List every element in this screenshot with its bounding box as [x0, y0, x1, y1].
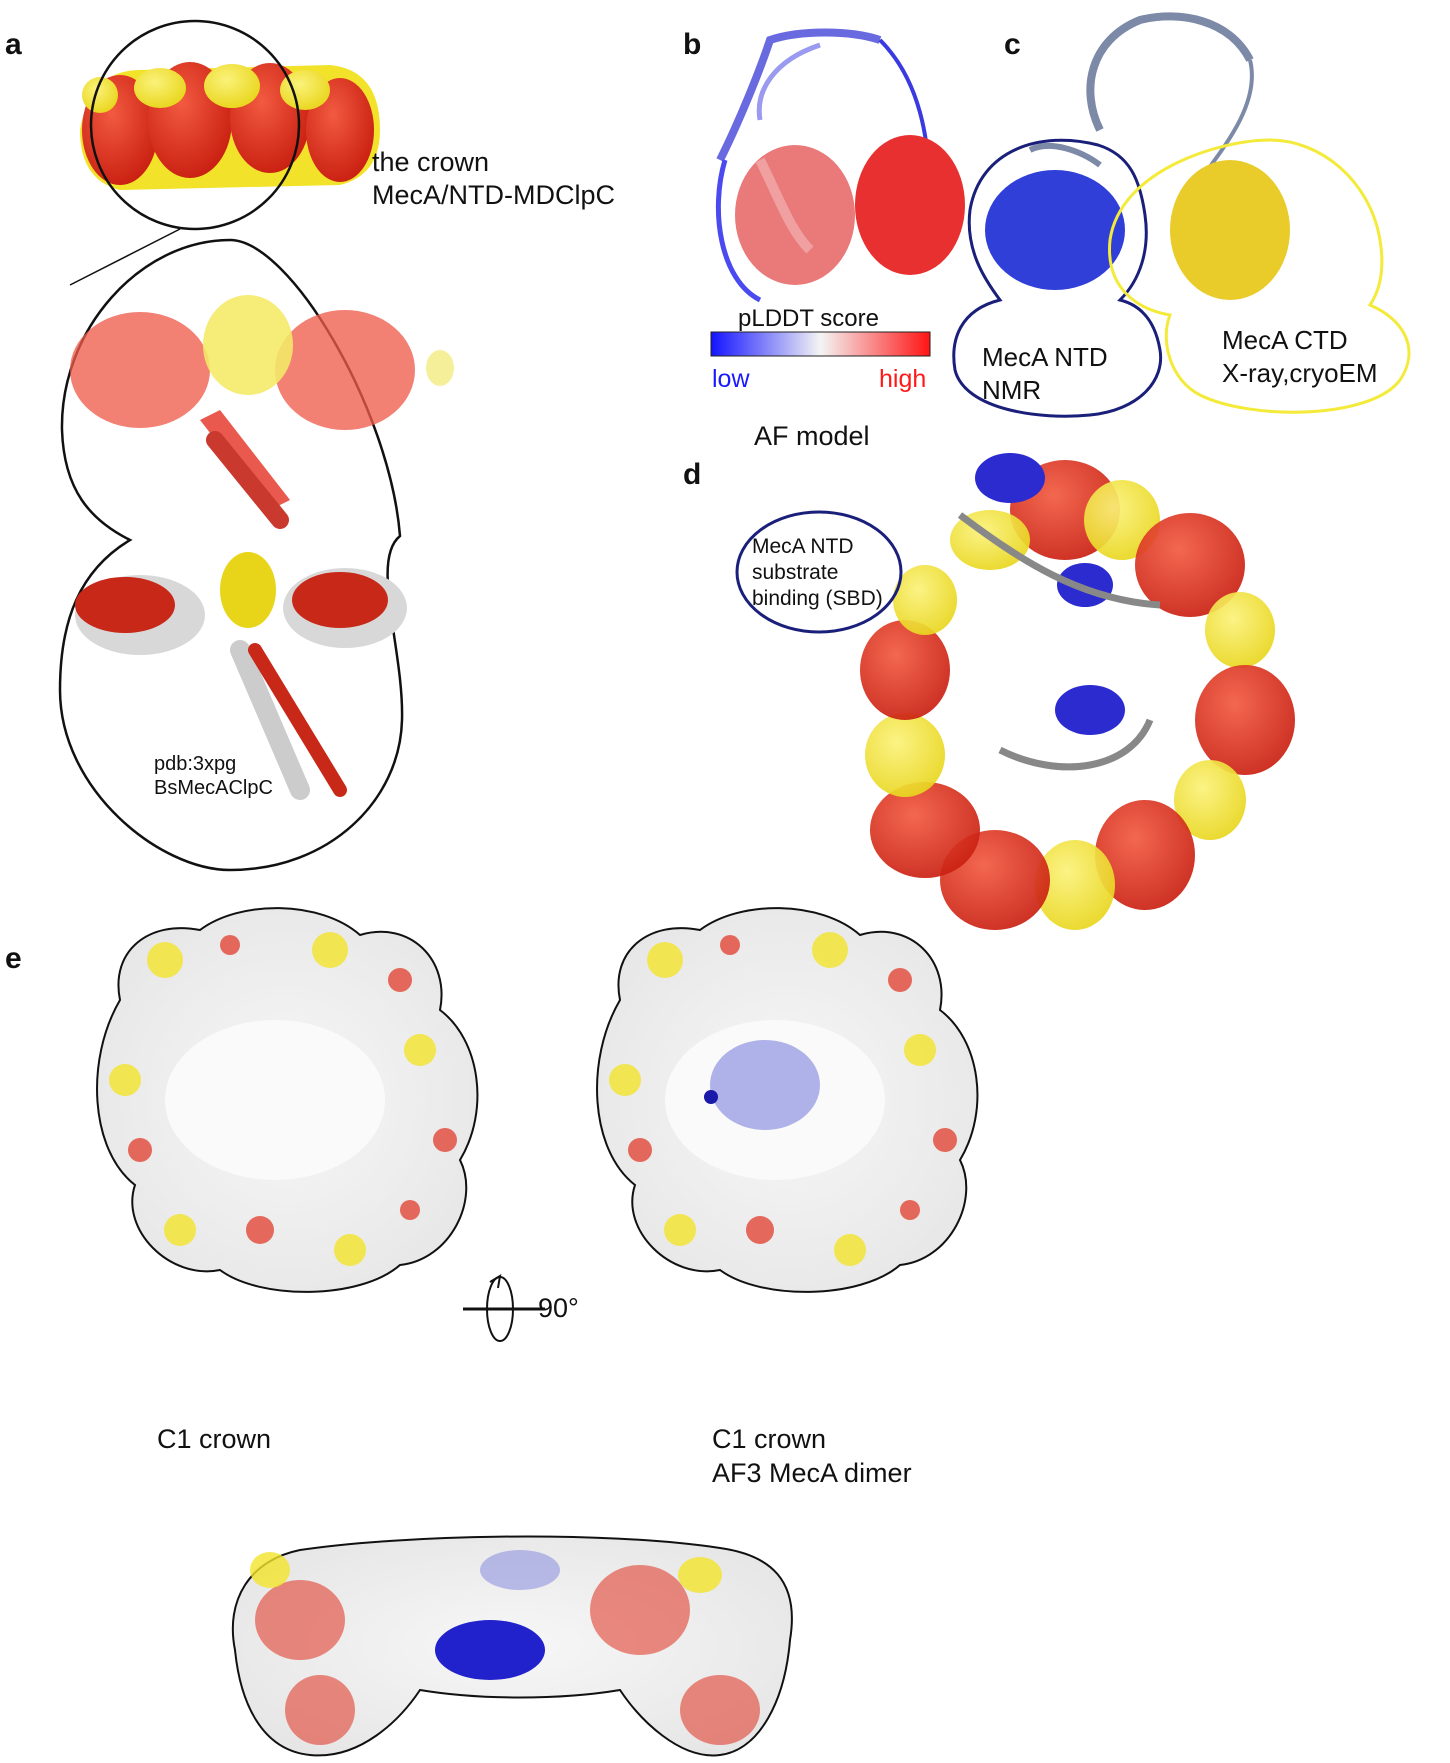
panel-letter-d: d [683, 458, 702, 491]
crown-title: the crown [372, 147, 490, 177]
c1-crown-right [596, 907, 979, 1293]
pdb-id-label: pdb:3xpg [154, 753, 237, 775]
zoom-line [69, 228, 181, 286]
sbd-label-line3: binding (SBD) [752, 587, 883, 610]
panel-letter-b: b [683, 28, 702, 61]
ctd-label-line2: X-ray,cryoEM [1222, 358, 1378, 388]
c1-crown-side-view [231, 1535, 793, 1757]
crown-top-view [80, 62, 380, 190]
zoom-circle [89, 19, 301, 231]
ntd-bubble [952, 138, 1163, 418]
sbd-label-line2: substrate [752, 561, 839, 584]
ntd-label-line2: NMR [982, 375, 1042, 405]
ctd-label-line1: MecA CTD [1222, 325, 1348, 355]
plddt-low-label: low [712, 365, 750, 393]
ntd-label-line1: MecA NTD [982, 342, 1108, 372]
ring-assembly [860, 453, 1295, 930]
panel-letter-c: c [1004, 28, 1021, 61]
crown-subtitle: MecA/NTD-MDClpC [372, 180, 615, 210]
plddt-high-label: high [879, 365, 927, 393]
rotation-icon [463, 1274, 545, 1342]
c1-crown-left [96, 907, 479, 1293]
sbd-bubble [735, 510, 903, 634]
af-model-ribbon [715, 28, 965, 303]
panel-letter-a: a [5, 28, 22, 61]
pdb-complex-label: BsMecAClpC [154, 777, 273, 799]
plddt-colorbar [710, 331, 931, 357]
pdb-ribbon [75, 552, 407, 800]
c1-crown-right-caption-line1: C1 crown [712, 1424, 827, 1454]
plddt-scale-title: pLDDT score [738, 305, 879, 332]
panel-letter-e: e [5, 942, 22, 975]
c1-crown-right-caption-line2: AF3 MecA dimer [712, 1458, 912, 1488]
ctd-bubble [1108, 138, 1411, 414]
rotation-label: 90° [538, 1293, 579, 1323]
c1-crown-left-caption: C1 crown [157, 1424, 272, 1454]
dimer-surface [70, 295, 454, 529]
af-model-caption: AF model [754, 421, 870, 451]
colored-model-ribbon [985, 12, 1290, 300]
sbd-label-line1: MecA NTD [752, 535, 854, 558]
